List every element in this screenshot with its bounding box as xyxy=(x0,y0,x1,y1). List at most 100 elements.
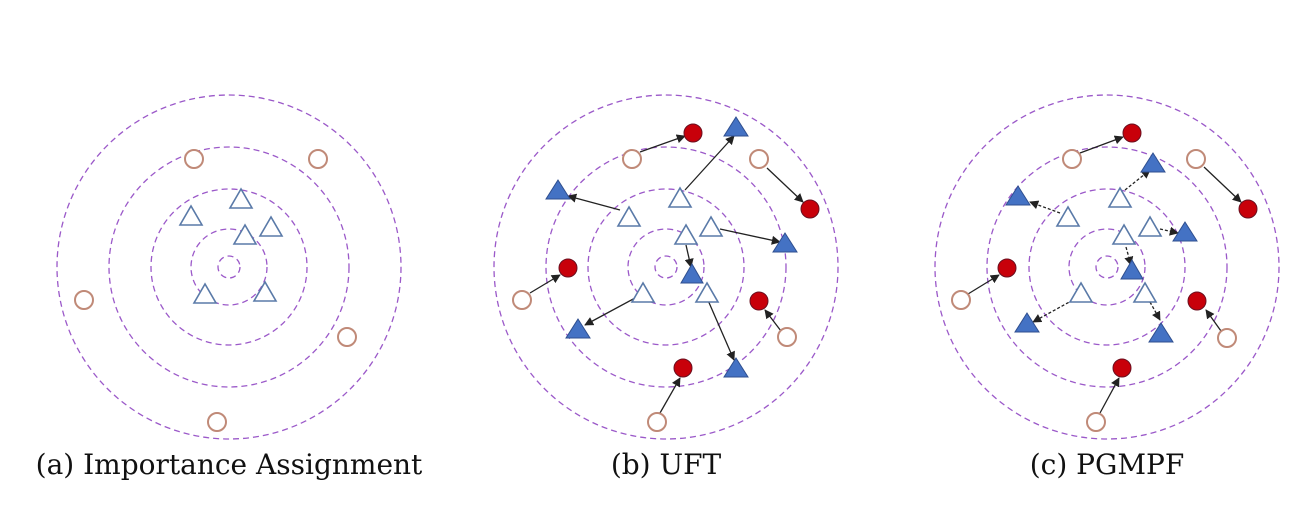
arrow xyxy=(706,297,735,361)
open-triangle-node xyxy=(178,204,204,226)
ring-3 xyxy=(545,146,787,388)
concentric-rings xyxy=(56,94,402,440)
arrows xyxy=(529,134,804,414)
arrow xyxy=(1159,226,1179,236)
open-circle-node xyxy=(74,290,94,310)
filled-circle-node xyxy=(1187,291,1207,311)
open-circle-node xyxy=(1186,149,1206,169)
ring-3 xyxy=(986,146,1228,388)
caption-panel-b: (b) UFT xyxy=(610,448,722,481)
open-triangle-node xyxy=(1137,215,1163,237)
open-circle-node xyxy=(207,412,227,432)
filled-circle-node xyxy=(1112,358,1132,378)
open-triangle-node xyxy=(616,205,642,227)
open-circle-node xyxy=(1062,149,1082,169)
ring-outer xyxy=(493,94,839,440)
open-triangle-node xyxy=(252,280,278,302)
filled-triangle-node xyxy=(772,232,798,253)
filled-circle-node xyxy=(749,291,769,311)
open-triangle-node xyxy=(673,223,699,245)
ring-center xyxy=(217,255,241,279)
open-triangle-node xyxy=(667,186,693,208)
open-circle-node xyxy=(1086,412,1106,432)
ring-2 xyxy=(1028,188,1186,346)
filled-triangles xyxy=(545,116,798,378)
arrow xyxy=(584,296,638,326)
filled-circle-node xyxy=(800,199,820,219)
arrow xyxy=(659,377,681,414)
open-triangle-node xyxy=(228,187,254,209)
ring-2 xyxy=(150,188,308,346)
open-triangle-node xyxy=(698,215,724,237)
ring-1 xyxy=(190,228,268,306)
arrow xyxy=(1029,200,1061,214)
arrow xyxy=(684,244,694,268)
filled-circle-node xyxy=(997,258,1017,278)
open-triangle-node xyxy=(1107,186,1133,208)
filled-triangle-node xyxy=(1140,152,1166,173)
ring-center xyxy=(654,255,678,279)
panel-c-pgmpf xyxy=(934,94,1280,440)
filled-circle-node xyxy=(1238,199,1258,219)
arrow xyxy=(1149,301,1161,321)
ring-outer xyxy=(934,94,1280,440)
filled-triangle-node xyxy=(1005,185,1031,206)
open-circle-node xyxy=(647,412,667,432)
open-triangle-node xyxy=(1111,223,1137,245)
open-triangles xyxy=(1055,186,1163,303)
solid-arrows xyxy=(967,135,1242,414)
filled-triangle-node xyxy=(680,263,704,284)
ring-2 xyxy=(587,188,745,346)
filled-circle-node xyxy=(1122,123,1142,143)
arrow xyxy=(1205,309,1222,332)
arrow xyxy=(1099,377,1120,414)
ring-1 xyxy=(627,228,705,306)
arrow xyxy=(1032,299,1074,323)
open-triangle-node xyxy=(258,215,284,237)
arrow xyxy=(684,135,735,191)
open-circles xyxy=(74,149,357,432)
open-circle-node xyxy=(777,327,797,347)
filled-triangle-node xyxy=(723,116,749,137)
filled-triangle-node xyxy=(1172,221,1198,242)
open-circle-node xyxy=(184,149,204,169)
caption-panel-c: (c) PGMPF xyxy=(1029,448,1185,481)
open-circle-node xyxy=(1217,328,1237,348)
panel-b-uft xyxy=(493,94,839,440)
concentric-rings xyxy=(493,94,839,440)
filled-triangle-node xyxy=(1120,259,1144,280)
caption-panel-a: (a) Importance Assignment xyxy=(35,448,423,481)
arrow xyxy=(1203,166,1242,203)
open-circles xyxy=(512,149,797,432)
open-circle-node xyxy=(337,327,357,347)
open-triangles xyxy=(178,187,284,304)
open-triangle-node xyxy=(192,282,218,304)
filled-triangle-node xyxy=(565,318,591,339)
filled-triangles xyxy=(1005,152,1198,343)
open-triangle-node xyxy=(1132,281,1158,303)
panel-a-importance-assignment xyxy=(56,94,402,440)
filled-circle-node xyxy=(673,358,693,378)
arrow xyxy=(766,167,804,203)
open-circle-node xyxy=(308,149,328,169)
arrow xyxy=(764,309,782,332)
open-circle-node xyxy=(951,290,971,310)
arrow xyxy=(639,134,686,153)
arrow xyxy=(567,193,621,211)
filled-circles xyxy=(997,123,1258,378)
ring-3 xyxy=(108,146,350,388)
arrow xyxy=(1079,135,1124,154)
open-circle-node xyxy=(622,149,642,169)
open-circles xyxy=(951,149,1237,432)
arrow xyxy=(529,274,561,294)
ring-outer xyxy=(56,94,402,440)
arrow xyxy=(1124,246,1134,266)
open-circle-node xyxy=(512,290,532,310)
ring-1 xyxy=(1068,228,1146,306)
open-triangle-node xyxy=(694,281,720,303)
open-triangle-node xyxy=(232,223,258,245)
arrow xyxy=(967,274,1000,295)
open-triangle-node xyxy=(630,281,656,303)
open-triangle-node xyxy=(1068,281,1094,303)
